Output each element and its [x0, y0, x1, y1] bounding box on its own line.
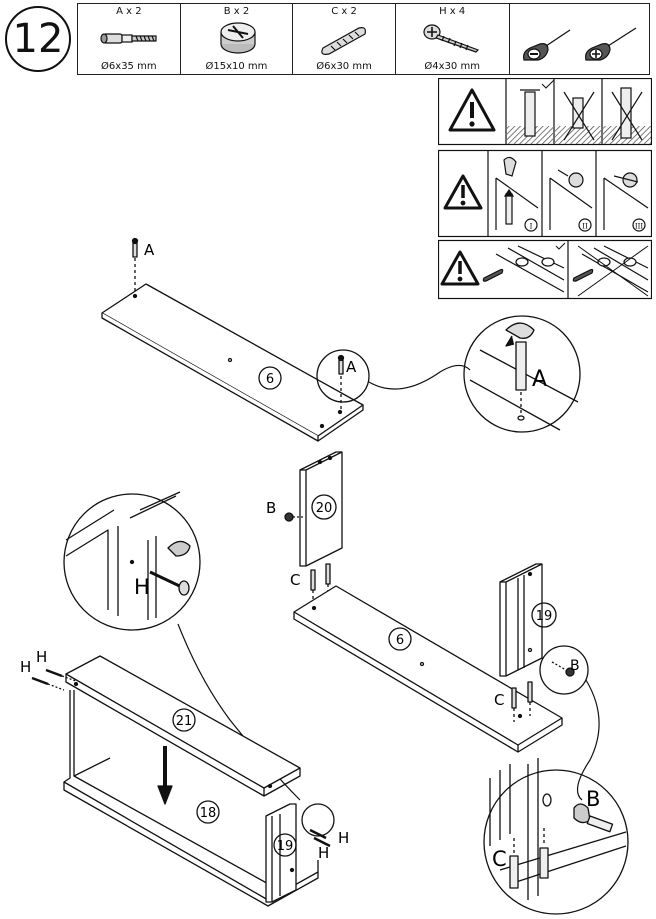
zoom-callout-b-c	[483, 769, 629, 915]
callout-h-3: H	[338, 829, 349, 847]
hardware-item-c: C x 2 Ø6x30 mm	[293, 4, 396, 74]
warning-triangle-icon	[440, 250, 480, 286]
warning-cam-orientation	[438, 149, 652, 238]
warning-panels: I II III	[438, 78, 652, 300]
part-label-18: 18	[200, 806, 217, 821]
zoom-callout-a	[463, 315, 581, 433]
cam-bolt-icon	[100, 33, 157, 44]
part-label-19-right: 19	[536, 609, 553, 624]
callout-a-zoom: A	[532, 367, 547, 392]
cam-lock-icon	[220, 22, 256, 54]
wood-dowel-icon	[321, 27, 367, 55]
hardware-qty: H x 4	[439, 6, 466, 17]
tools-cell	[510, 4, 650, 74]
hardware-list: A x 2 Ø6x35 mm B x 2	[77, 3, 650, 75]
warning-triangle-icon	[443, 174, 483, 210]
back-panel-18	[63, 690, 319, 907]
step-number: 12	[5, 6, 71, 72]
warning-dowel-placement	[438, 239, 652, 300]
callout-c-left: C	[290, 571, 300, 589]
screwdriver-tools	[522, 27, 636, 61]
callout-h-2: H	[36, 648, 47, 666]
zoom-callout-h	[63, 493, 201, 631]
part-label-20: 20	[316, 501, 333, 516]
part-label-21: 21	[176, 714, 193, 729]
position-label-i: I	[530, 223, 533, 231]
hardware-dimension: Ø4x30 mm	[424, 61, 480, 72]
shelf-panel-6-bottom	[293, 585, 563, 753]
screw-icon	[423, 24, 479, 53]
part-label-6-top: 6	[266, 372, 274, 387]
hardware-qty: B x 2	[223, 6, 250, 17]
callout-c-zoom: C	[492, 847, 507, 871]
side-panel-20	[299, 451, 343, 567]
callout-h-1: H	[20, 658, 31, 676]
hardware-dimension: Ø6x30 mm	[316, 61, 372, 72]
part-label-19-front: 19	[277, 839, 294, 854]
cam-bolt-a-top	[131, 237, 139, 292]
hardware-dimension: Ø15x10 mm	[205, 61, 268, 72]
flat-screwdriver-icon	[522, 29, 570, 61]
position-label-iii: III	[635, 223, 644, 231]
hardware-item-h: H x 4 Ø4x30 mm	[396, 4, 510, 74]
callout-b-right: B	[570, 658, 580, 674]
hardware-item-a: A x 2 Ø6x35 mm	[78, 4, 181, 74]
hardware-qty: A x 2	[116, 6, 142, 17]
position-label-ii: II	[582, 223, 588, 231]
phillips-screwdriver-icon	[584, 27, 636, 61]
callout-a-top: A	[144, 241, 155, 259]
hardware-qty: C x 2	[331, 6, 357, 17]
warning-cam-depth	[438, 78, 652, 146]
shelf-panel-6-top	[101, 283, 364, 442]
hardware-dimension: Ø6x35 mm	[101, 61, 157, 72]
hardware-item-b: B x 2 Ø15x10 mm	[181, 4, 294, 74]
callout-h-zoom: H	[134, 575, 150, 599]
callout-a-circle: A	[346, 358, 357, 376]
callout-b-left: B	[266, 499, 276, 517]
callout-b-zoom: B	[586, 787, 600, 811]
callout-c-right: C	[494, 691, 504, 709]
callout-h-4: H	[318, 844, 329, 862]
part-label-6-bottom: 6	[396, 633, 404, 648]
side-panel-19-right	[499, 563, 543, 677]
warning-triangle-icon	[448, 88, 496, 132]
